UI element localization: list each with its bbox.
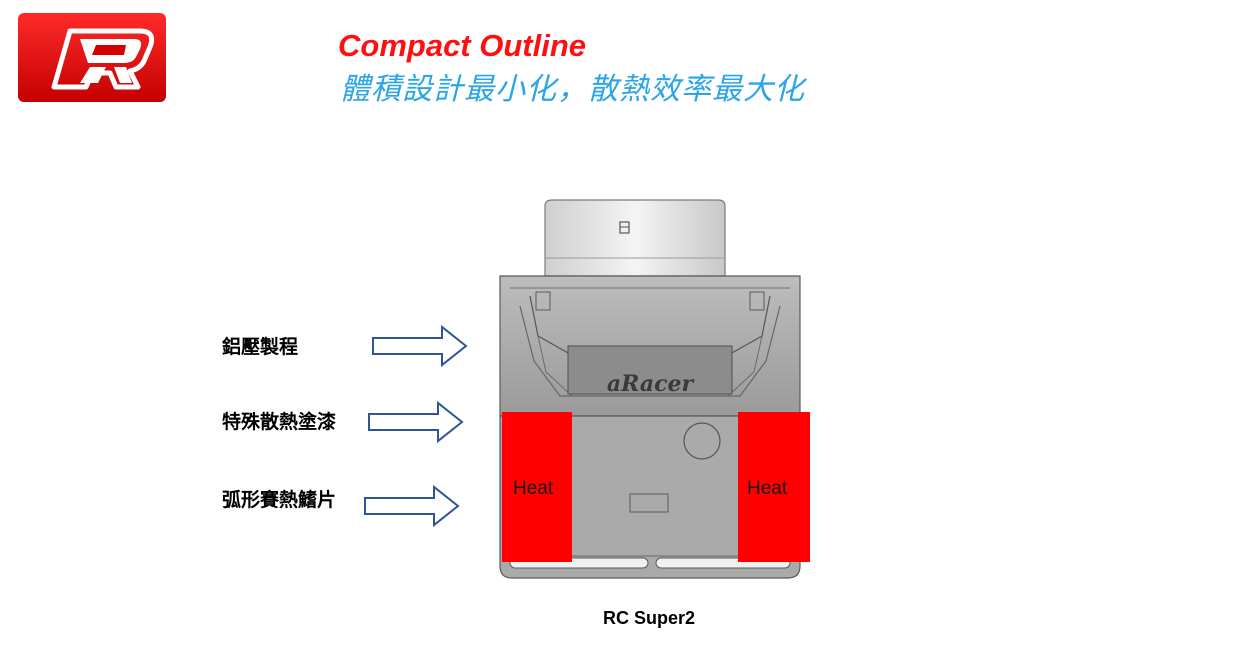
heat-label-left: Heat [513,478,554,499]
right-arrow-icon [368,400,464,444]
aracer-r-logo-icon [18,13,166,102]
product-caption: RC Super2 [603,608,696,628]
callout-aluminum-process: 鋁壓製程 [222,325,298,365]
ecu-device-illustration: aRacer Heat Heat [490,196,820,586]
callout-label: 鋁壓製程 [222,335,299,358]
right-arrow-icon [364,484,460,528]
page-subtitle: 體積設計最小化，散熱效率最大化 [340,72,805,107]
brand-mark: aRacer [607,371,695,397]
callout-special-coating: 特殊散熱塗漆 [222,400,336,440]
heat-zone-left [502,412,572,562]
callout-label: 特殊散熱塗漆 [222,410,337,433]
page-title: Compact Outline [338,28,587,63]
right-arrow-icon [372,324,468,368]
callout-curved-fins: 弧形賽熱鰭片 [222,478,336,518]
heat-label-right: Heat [747,478,788,499]
heat-zone-right [738,412,810,562]
callout-label: 弧形賽熱鰭片 [222,488,337,511]
